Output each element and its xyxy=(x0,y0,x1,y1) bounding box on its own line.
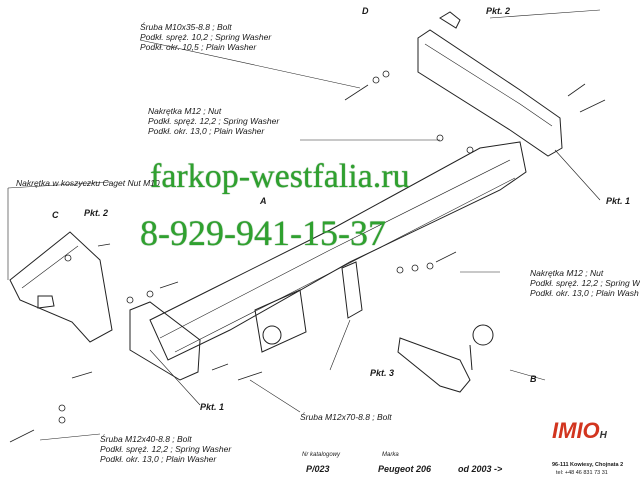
watermark-site: farkop-westfalia.ru xyxy=(150,158,410,195)
tag-a: A xyxy=(260,196,267,206)
bracket-c xyxy=(9,231,113,343)
left-plate xyxy=(129,301,201,381)
catalog-number: P/023 xyxy=(306,464,330,474)
socket-circle xyxy=(262,325,282,345)
label-bolt-m10: Śruba M10x35-8.8 ; Bolt Podkł. spręż. 10… xyxy=(140,22,272,52)
tag-d: D xyxy=(362,6,369,16)
tag-pkt3: Pkt. 3 xyxy=(370,368,395,378)
tag-pkt2-left: Pkt. 2 xyxy=(84,208,109,218)
watermark-phone: 8-929-941-15-37 xyxy=(140,213,386,253)
label-bolt-m12x70: Śruba M12x70-8.8 ; Bolt xyxy=(300,412,392,422)
tag-b: B xyxy=(530,374,537,384)
brand-model: Peugeot 206 xyxy=(378,464,432,474)
label-bolt-m12x40: Śruba M12x40-8.8 ; Bolt Podkł. spręż. 12… xyxy=(100,434,232,464)
imiol-logo: IMIOH xyxy=(552,418,607,443)
ball-hook xyxy=(397,337,471,393)
crossbar-a xyxy=(149,141,527,361)
label-cage-nut: Nakrętka w koszyczku Caget Nut M10 xyxy=(16,178,160,188)
tag-pkt1-bottom: Pkt. 1 xyxy=(200,402,225,412)
catalog-caption: Nr katalogowy xyxy=(302,452,341,458)
label-nut-m12-mid: Nakrętka M12 ; Nut Podkł. spręż. 12,2 ; … xyxy=(148,106,280,136)
company-phone: tel: +48 46 831 73 31 xyxy=(556,470,608,476)
label-nut-m12-right: Nakrętka M12 ; Nut Podkł. spręż. 12,2 ; … xyxy=(530,268,640,298)
fasteners xyxy=(9,70,606,443)
leader-lines xyxy=(7,9,601,441)
clip-top xyxy=(439,11,461,29)
tag-pkt1-right: Pkt. 1 xyxy=(606,196,631,206)
clip-left xyxy=(37,295,55,309)
model-year: od 2003 -> xyxy=(458,464,503,474)
mount-bracket xyxy=(341,261,363,319)
brand-caption: Marka xyxy=(382,452,399,458)
tag-pkt2-top: Pkt. 2 xyxy=(486,6,511,16)
tow-ball xyxy=(472,324,494,346)
company-address: 96-111 Kowiesy, Chojnata 2 xyxy=(552,462,624,468)
tag-c: C xyxy=(52,210,59,220)
socket-plate xyxy=(254,289,307,353)
bracket-d xyxy=(417,29,563,157)
